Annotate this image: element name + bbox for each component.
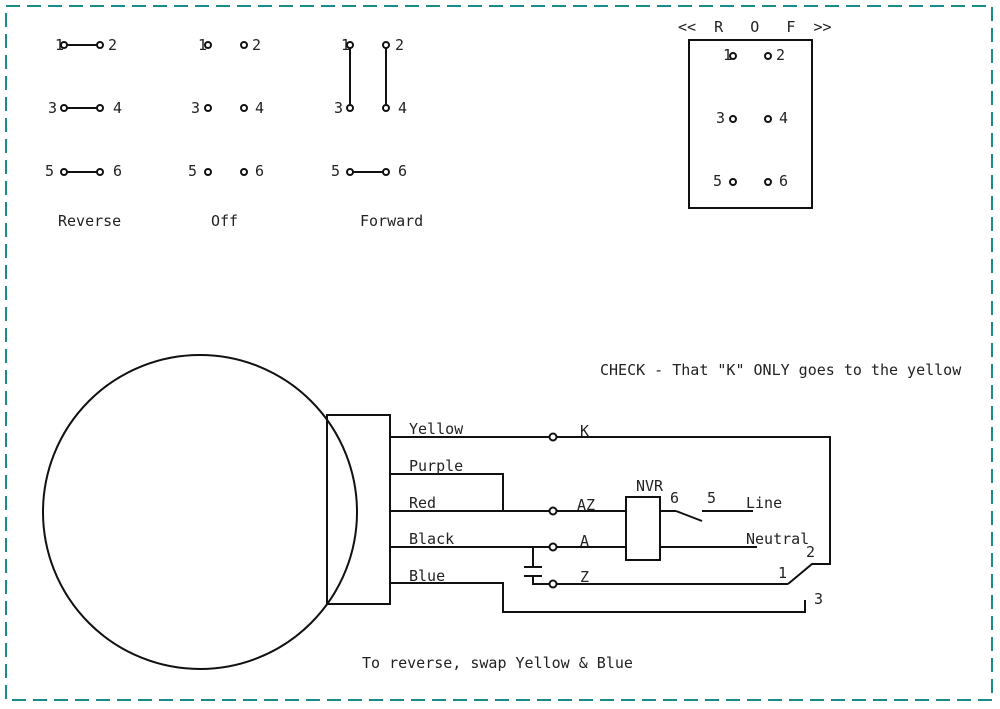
- drawing-border: [5, 5, 993, 701]
- svg-text:1: 1: [55, 36, 64, 54]
- footer-note: To reverse, swap Yellow & Blue: [362, 654, 633, 672]
- motor-circle: [42, 354, 358, 670]
- selector-pos-2: 2: [806, 543, 815, 561]
- svg-text:5: 5: [713, 172, 722, 190]
- wire-label-yellow: Yellow: [409, 420, 464, 438]
- svg-text:4: 4: [113, 99, 122, 117]
- svg-text:4: 4: [779, 109, 788, 127]
- terminal-a: A: [580, 532, 589, 550]
- switch-state-forward: 1 2 3 4 5 6 Forward: [331, 36, 423, 230]
- selector-pos-1: 1: [778, 564, 787, 582]
- label-forward: Forward: [360, 212, 423, 230]
- svg-text:2: 2: [108, 36, 117, 54]
- svg-text:3: 3: [716, 109, 725, 127]
- svg-text:3: 3: [334, 99, 343, 117]
- svg-text:4: 4: [255, 99, 264, 117]
- switch-box-header: << R O F >>: [678, 18, 832, 36]
- svg-text:3: 3: [48, 99, 57, 117]
- nvr-contact-6: 6: [670, 489, 679, 507]
- check-note: CHECK - That "K" ONLY goes to the yellow: [600, 361, 962, 379]
- wire-label-purple: Purple: [409, 457, 463, 475]
- terminal-k: K: [580, 422, 589, 440]
- nvr-box: [625, 496, 661, 561]
- nvr-label: NVR: [636, 477, 664, 495]
- neutral-label: Neutral: [746, 530, 809, 548]
- svg-text:5: 5: [45, 162, 54, 180]
- svg-text:1: 1: [723, 46, 732, 64]
- svg-text:3: 3: [191, 99, 200, 117]
- wire-label-blue: Blue: [409, 567, 445, 585]
- terminal-z: Z: [580, 568, 589, 586]
- svg-text:1: 1: [341, 36, 350, 54]
- line-label: Line: [746, 494, 782, 512]
- svg-text:6: 6: [113, 162, 122, 180]
- switch-state-off: 1 2 3 4 5 6 Off: [188, 36, 264, 230]
- svg-text:4: 4: [398, 99, 407, 117]
- nvr-contact-5: 5: [707, 489, 716, 507]
- svg-text:2: 2: [395, 36, 404, 54]
- label-off: Off: [211, 212, 238, 230]
- wire-label-black: Black: [409, 530, 454, 548]
- svg-text:2: 2: [252, 36, 261, 54]
- switch-state-reverse: 1 2 3 4 5 6 Reverse: [45, 36, 122, 230]
- svg-text:5: 5: [331, 162, 340, 180]
- svg-text:6: 6: [398, 162, 407, 180]
- terminal-az: AZ: [577, 496, 595, 514]
- label-reverse: Reverse: [58, 212, 121, 230]
- switch-box: << R O F >> 1 2 3 4 5 6: [678, 18, 832, 209]
- motor-terminal-box: [326, 414, 391, 605]
- svg-text:1: 1: [198, 36, 207, 54]
- svg-text:2: 2: [776, 46, 785, 64]
- wire-label-red: Red: [409, 494, 436, 512]
- svg-text:6: 6: [255, 162, 264, 180]
- svg-text:5: 5: [188, 162, 197, 180]
- selector-pos-3: 3: [814, 590, 823, 608]
- svg-text:6: 6: [779, 172, 788, 190]
- wiring: [390, 432, 831, 613]
